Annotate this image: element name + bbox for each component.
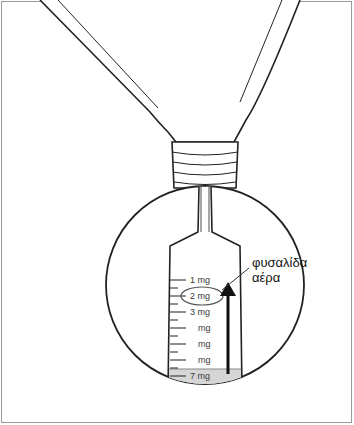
- graduation-label: mg: [198, 323, 211, 333]
- graduation-label: 2 mg: [190, 291, 210, 301]
- callout-label: φυσαλίδα αέρα: [252, 255, 324, 285]
- graduation-label: mg: [198, 339, 211, 349]
- graduation-label: 7 mg: [190, 371, 210, 381]
- graduation-label: 3 mg: [190, 307, 210, 317]
- graduation-label: mg: [198, 355, 211, 365]
- graduation-label: 1 mg: [190, 275, 210, 285]
